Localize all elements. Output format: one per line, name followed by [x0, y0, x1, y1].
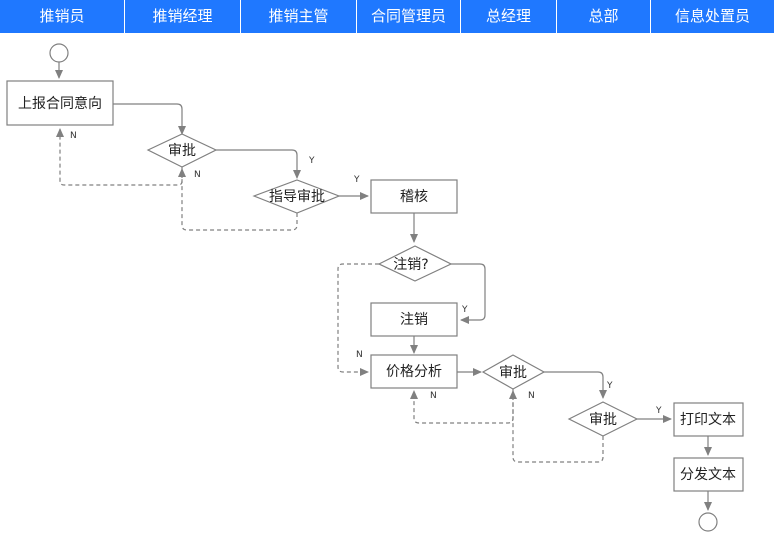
- label-yes-approve2: Y: [606, 381, 613, 391]
- edge-report-approve1: [113, 103, 186, 135]
- approve1-label: 审批: [168, 143, 196, 159]
- edge-cancelq-price-no: [337, 263, 379, 376]
- label-no-approve1: N: [70, 131, 77, 141]
- cancel-question-diamond: [377, 245, 453, 282]
- approve1-diamond: [146, 133, 218, 168]
- cancel-question-label: 注销?: [393, 257, 428, 273]
- edge-approve2-price-no: [410, 389, 514, 424]
- distribute-label: 分发文本: [680, 467, 736, 483]
- label-yes-cancelq: Y: [461, 305, 468, 315]
- distribute-box: [673, 457, 744, 492]
- price-analysis-label: 价格分析: [386, 364, 442, 380]
- report-label: 上报合同意向: [18, 95, 102, 112]
- audit-box: [370, 179, 458, 214]
- end-node: [698, 512, 718, 532]
- edge-approve3-approve2-no: [509, 390, 604, 463]
- print-box: [673, 402, 744, 437]
- label-no-guide: N: [194, 170, 201, 180]
- price-analysis-box: [370, 354, 458, 389]
- label-yes-approve3: Y: [655, 406, 662, 416]
- lane-contract-admin: 合同管理员: [357, 0, 461, 33]
- print-label: 打印文本: [680, 411, 736, 428]
- edge-guide-approve1-no: [178, 168, 298, 231]
- approve3-diamond: [567, 401, 639, 437]
- label-no-approve2: N: [528, 391, 535, 401]
- label-no-approve2-back: N: [430, 391, 437, 401]
- approve3-label: 审批: [589, 412, 617, 428]
- edge-cancelq-cancel: [451, 263, 486, 324]
- approve2-diamond: [481, 354, 546, 390]
- label-no-cancelq: N: [356, 350, 363, 360]
- approve2-label: 审批: [499, 365, 527, 381]
- start-node: [49, 43, 69, 63]
- audit-label: 稽核: [400, 189, 428, 205]
- lane-general-manager: 总经理: [461, 0, 557, 33]
- edge-approve1-guide: [216, 149, 301, 179]
- swimlane-header: 推销员 推销经理 推销主管 合同管理员 总经理 总部 信息处置员: [0, 0, 774, 33]
- lane-salesman: 推销员: [0, 0, 125, 33]
- lane-sales-manager: 推销经理: [125, 0, 241, 33]
- lane-sales-director: 推销主管: [241, 0, 357, 33]
- lane-headquarters: 总部: [557, 0, 651, 33]
- report-box: [6, 80, 114, 126]
- label-yes-approve1: Y: [308, 156, 315, 166]
- edge-approve2-approve3: [544, 371, 607, 399]
- guide-approve-diamond: [252, 179, 341, 214]
- guide-approve-label: 指导审批: [269, 189, 325, 205]
- lane-info-handler: 信息处置员: [651, 0, 774, 33]
- cancel-label: 注销: [400, 312, 428, 328]
- cancel-box: [370, 302, 458, 337]
- label-yes-guide: Y: [353, 175, 360, 185]
